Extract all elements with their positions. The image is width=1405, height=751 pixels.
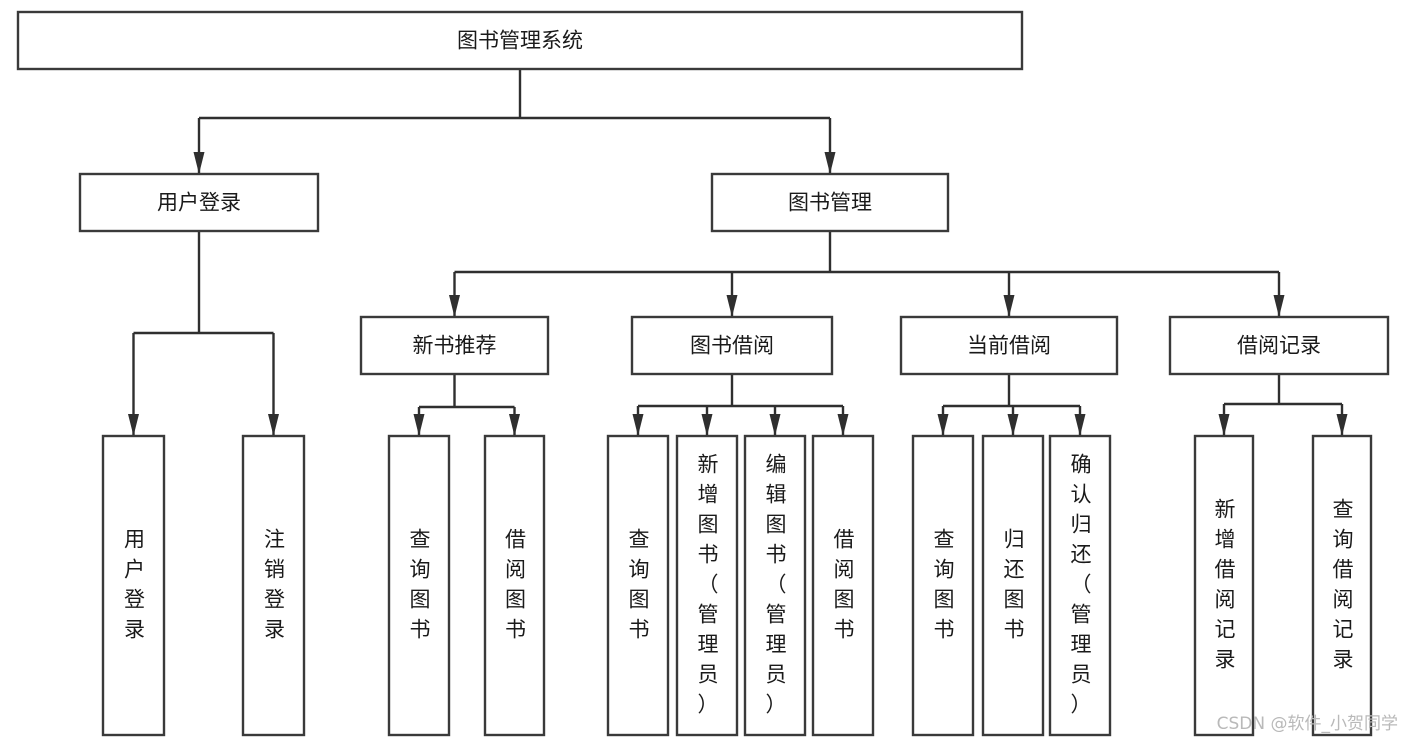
node-leaf-leaf-query-book-2[interactable]: 查询图书 — [606, 434, 670, 737]
node-leaf-leaf-logout-login[interactable]: 注销登录 — [241, 434, 306, 737]
node-level3-current-borrow[interactable]: 当前借阅 — [899, 315, 1119, 376]
node-box-leaf-logout-login — [241, 434, 306, 737]
node-label-leaf-query-borrow-record: 查询借阅记录 — [1333, 498, 1354, 672]
node-level3-book-borrow[interactable]: 图书借阅 — [630, 315, 834, 376]
arrow-head-icon — [1218, 414, 1230, 436]
connector-new-book-recommend — [413, 374, 520, 436]
node-box-user-login — [78, 172, 320, 233]
node-label-leaf-borrow-book-2: 借阅图书 — [834, 528, 855, 642]
node-leaf-leaf-add-book-admin[interactable]: 新增图书（管理员） — [675, 434, 739, 737]
arrow-head-icon — [726, 295, 738, 317]
node-leaf-leaf-confirm-return-admin[interactable]: 确认归还（管理员） — [1048, 434, 1112, 737]
arrow-head-icon — [193, 152, 205, 174]
node-label-leaf-query-book-3: 查询图书 — [934, 528, 955, 642]
connector-current-borrow — [937, 374, 1086, 436]
node-label-current-borrow: 当前借阅 — [967, 334, 1051, 358]
node-level3-new-book-recommend[interactable]: 新书推荐 — [359, 315, 550, 376]
arrow-head-icon — [268, 414, 279, 436]
node-box-root — [16, 10, 1024, 71]
node-box-book-management — [710, 172, 950, 233]
arrow-head-icon — [632, 414, 644, 436]
node-box-leaf-query-borrow-record — [1311, 434, 1373, 737]
connector-borrow-record — [1218, 374, 1348, 436]
arrow-head-icon — [1074, 414, 1086, 436]
node-label-leaf-logout-login: 注销登录 — [264, 528, 285, 642]
arrow-head-icon — [701, 414, 713, 436]
arrow-head-icon — [937, 414, 949, 436]
arrow-head-icon — [1336, 414, 1348, 436]
node-leaf-leaf-return-book[interactable]: 归还图书 — [981, 434, 1045, 737]
node-box-new-book-recommend — [359, 315, 550, 376]
node-label-leaf-add-borrow-record: 新增借阅记录 — [1215, 498, 1236, 672]
node-label-user-login: 用户登录 — [157, 191, 241, 215]
node-level2-user-login[interactable]: 用户登录 — [78, 172, 320, 233]
node-leaf-leaf-query-book-1[interactable]: 查询图书 — [387, 434, 451, 737]
node-leaf-leaf-user-login[interactable]: 用户登录 — [101, 434, 166, 737]
node-label-root: 图书管理系统 — [457, 29, 583, 53]
node-box-leaf-edit-book-admin — [743, 434, 807, 737]
node-box-leaf-add-book-admin — [675, 434, 739, 737]
node-root[interactable]: 图书管理系统 — [16, 10, 1024, 71]
connector-user-login — [128, 231, 279, 436]
arrow-head-icon — [509, 414, 520, 436]
node-label-book-management: 图书管理 — [788, 191, 872, 215]
node-box-leaf-confirm-return-admin — [1048, 434, 1112, 737]
node-label-new-book-recommend: 新书推荐 — [413, 334, 497, 358]
node-label-book-borrow: 图书借阅 — [690, 334, 774, 358]
node-level3-borrow-record[interactable]: 借阅记录 — [1168, 315, 1390, 376]
node-label-leaf-add-book-admin: 新增图书（管理员） — [698, 453, 719, 717]
arrow-head-icon — [837, 414, 849, 436]
node-label-borrow-record: 借阅记录 — [1237, 334, 1321, 358]
arrow-head-icon — [1003, 295, 1015, 317]
node-box-leaf-return-book — [981, 434, 1045, 737]
arrow-head-icon — [128, 414, 139, 436]
node-label-leaf-query-book-1: 查询图书 — [410, 528, 431, 642]
arrow-head-icon — [413, 414, 425, 436]
node-box-borrow-record — [1168, 315, 1390, 376]
connector-layer — [128, 69, 1348, 436]
node-box-current-borrow — [899, 315, 1119, 376]
connector-book-borrow — [632, 374, 849, 436]
connector-root — [193, 69, 836, 174]
arrow-head-icon — [824, 152, 836, 174]
node-label-leaf-confirm-return-admin: 确认归还（管理员） — [1071, 453, 1092, 717]
node-box-leaf-borrow-book-1 — [483, 434, 546, 737]
arrow-head-icon — [1007, 414, 1019, 436]
arrow-head-icon — [449, 295, 460, 317]
node-box-leaf-query-book-3 — [911, 434, 975, 737]
arrow-head-icon — [769, 414, 781, 436]
node-box-book-borrow — [630, 315, 834, 376]
node-leaf-leaf-borrow-book-1[interactable]: 借阅图书 — [483, 434, 546, 737]
node-label-leaf-borrow-book-1: 借阅图书 — [505, 528, 526, 642]
node-leaf-leaf-query-book-3[interactable]: 查询图书 — [911, 434, 975, 737]
node-label-leaf-query-book-2: 查询图书 — [629, 528, 650, 642]
node-box-leaf-add-borrow-record — [1193, 434, 1255, 737]
node-box-leaf-query-book-2 — [606, 434, 670, 737]
node-label-leaf-return-book: 归还图书 — [1004, 528, 1025, 642]
node-leaf-leaf-query-borrow-record[interactable]: 查询借阅记录 — [1311, 434, 1373, 737]
csdn-watermark: CSDN @软件_小贺同学 — [1217, 714, 1398, 734]
node-box-leaf-query-book-1 — [387, 434, 451, 737]
connector-book-management — [449, 231, 1285, 317]
node-label-leaf-edit-book-admin: 编辑图书（管理员） — [766, 453, 787, 717]
node-layer: 图书管理系统用户登录图书管理新书推荐图书借阅当前借阅借阅记录用户登录注销登录查询… — [16, 10, 1390, 737]
node-label-leaf-user-login: 用户登录 — [124, 528, 145, 642]
arrow-head-icon — [1273, 295, 1285, 317]
node-leaf-leaf-add-borrow-record[interactable]: 新增借阅记录 — [1193, 434, 1255, 737]
node-level2-book-management[interactable]: 图书管理 — [710, 172, 950, 233]
node-box-leaf-borrow-book-2 — [811, 434, 875, 737]
node-box-leaf-user-login — [101, 434, 166, 737]
node-leaf-leaf-edit-book-admin[interactable]: 编辑图书（管理员） — [743, 434, 807, 737]
node-leaf-leaf-borrow-book-2[interactable]: 借阅图书 — [811, 434, 875, 737]
